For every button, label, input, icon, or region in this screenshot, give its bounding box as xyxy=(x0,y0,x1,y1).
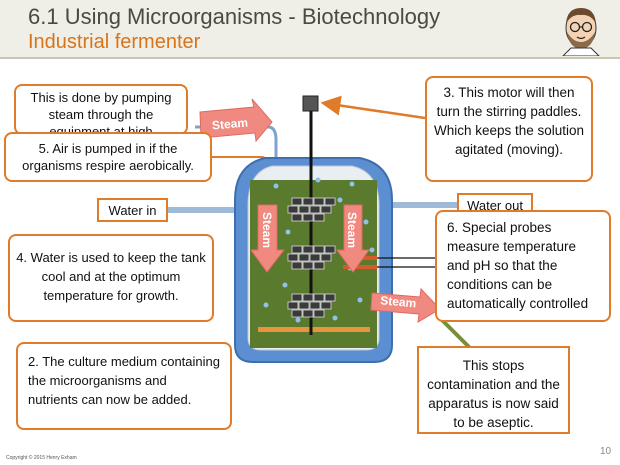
water-in-label: Water in xyxy=(97,198,168,222)
water-out-label: Water out xyxy=(457,193,533,217)
probe-2 xyxy=(343,265,377,269)
steam-label-bottom: Steam xyxy=(380,293,417,310)
header-divider xyxy=(0,57,620,59)
slide-header xyxy=(0,0,620,58)
base-heater xyxy=(258,327,370,332)
teacher-avatar-icon xyxy=(562,8,600,56)
steam-label-right: Steam xyxy=(345,212,359,248)
motor-pointer-arrow xyxy=(320,95,426,120)
note-motor: 3. This motor will then turn the stirrin… xyxy=(425,76,593,182)
note-steam-pumping: This is done by pumping steam through th… xyxy=(14,84,188,135)
page-subtitle: Industrial fermenter xyxy=(28,31,201,53)
note-air-pumped: 5. Air is pumped in if the organisms res… xyxy=(4,132,212,182)
steam-arrow-right: Steam xyxy=(336,204,370,273)
page-title: 6.1 Using Microorganisms - Biotechnology xyxy=(28,4,441,29)
contamination-pointer-arrow xyxy=(438,316,472,350)
motor xyxy=(302,95,319,112)
page-number: 10 xyxy=(600,446,612,457)
note-culture-medium: 2. The culture medium containing the mic… xyxy=(16,342,232,430)
stirring-paddles xyxy=(287,197,336,318)
steam-arrow-bottom: Steam xyxy=(370,287,441,323)
steam-label-left: Steam xyxy=(260,212,274,248)
steam-arrow-top: Steam xyxy=(199,98,273,143)
steam-label-top: Steam xyxy=(211,115,248,132)
air-bubbles xyxy=(257,177,375,323)
copyright-footer: Copyright © 2015 Henry Exham xyxy=(6,455,77,461)
note-contamination: This stops contamination and the apparat… xyxy=(417,346,570,434)
steam-arrow-left: Steam xyxy=(250,204,286,273)
note-water-cool: 4. Water is used to keep the tank cool a… xyxy=(8,234,214,322)
note-probes: 6. Special probes measure temperature an… xyxy=(435,210,611,322)
